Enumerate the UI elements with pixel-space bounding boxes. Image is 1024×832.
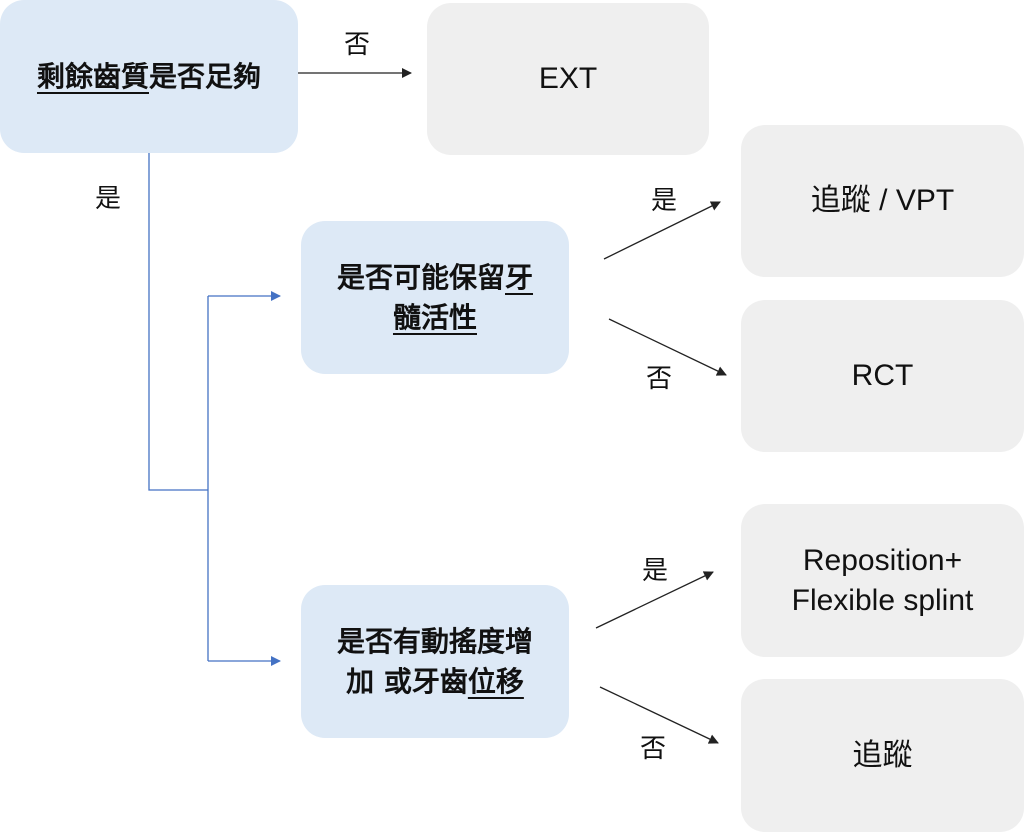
node-reposition-label-2: Flexible splint xyxy=(791,583,974,617)
node-vpt: 追蹤 / VPT xyxy=(741,125,1024,277)
arrow-q3-to-followup xyxy=(599,686,719,744)
node-mobility-text-2: 加 或牙齒 xyxy=(346,664,468,698)
node-pulp-vitality-text-1: 是否可能保留 xyxy=(336,260,505,294)
node-remaining-tooth: 剩餘齒質是否足夠 xyxy=(0,0,298,153)
node-pulp-vitality: 是否可能保留牙 髓活性 xyxy=(301,221,569,374)
node-pulp-vitality-underlined-2: 髓活性 xyxy=(392,300,477,334)
node-ext: EXT xyxy=(427,3,709,155)
edge-label-q1-yes: 是 xyxy=(95,184,122,214)
arrow-q2-to-vpt xyxy=(603,201,721,260)
node-mobility-displacement: 是否有動搖度增 加 或牙齒位移 xyxy=(301,585,569,738)
arrow-q2-to-rct xyxy=(608,318,727,376)
node-followup: 追蹤 xyxy=(741,679,1024,832)
node-mobility-underlined: 位移 xyxy=(467,664,524,698)
node-mobility-text-1: 是否有動搖度增 xyxy=(336,624,533,658)
edge-label-q2-yes: 是 xyxy=(651,186,678,216)
edge-label-q2-no: 否 xyxy=(646,364,673,394)
node-followup-label: 追蹤 xyxy=(852,738,913,772)
arrow-q3-to-reposition xyxy=(595,571,714,629)
node-ext-label: EXT xyxy=(538,62,598,95)
edge-label-q3-yes: 是 xyxy=(642,556,669,586)
edge-label-q1-no: 否 xyxy=(344,30,371,60)
node-reposition: Reposition+ Flexible splint xyxy=(741,504,1024,657)
node-rct: RCT xyxy=(741,300,1024,452)
node-vpt-label: 追蹤 / VPT xyxy=(810,184,955,217)
node-remaining-tooth-underlined: 剩餘齒質 xyxy=(36,59,149,93)
node-rct-label: RCT xyxy=(851,359,914,392)
connector-q1-trunk xyxy=(148,153,208,491)
edge-label-q3-no: 否 xyxy=(640,734,667,764)
node-pulp-vitality-underlined-1: 牙 xyxy=(505,260,534,294)
node-reposition-label-1: Reposition+ xyxy=(802,543,963,577)
node-remaining-tooth-text: 是否足夠 xyxy=(149,59,262,93)
